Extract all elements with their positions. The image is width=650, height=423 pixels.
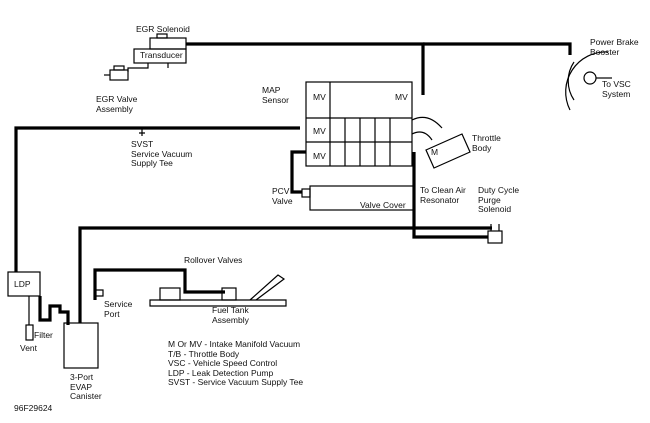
label-egr-solenoid: EGR Solenoid bbox=[136, 24, 190, 34]
svst-tee bbox=[139, 128, 145, 136]
legend-line: VSC - Vehicle Speed Control bbox=[168, 358, 278, 369]
hose-booster bbox=[423, 42, 572, 55]
egr-solenoid bbox=[149, 37, 187, 50]
legend-line: LDP - Leak Detection Pump bbox=[168, 367, 274, 378]
label-transducer: Transducer bbox=[140, 50, 183, 60]
service-port bbox=[95, 289, 104, 297]
egr-valve bbox=[109, 69, 129, 81]
label-valve-cover: Valve Cover bbox=[360, 200, 406, 210]
valve-cover bbox=[309, 185, 415, 211]
label-vent: Vent bbox=[20, 343, 38, 353]
transducer-body bbox=[133, 48, 187, 64]
ldp-box bbox=[7, 271, 41, 297]
evap-canister bbox=[63, 322, 99, 369]
intake-manifold bbox=[305, 81, 413, 167]
label-ldp: LDP bbox=[14, 279, 31, 289]
label-m: M bbox=[431, 147, 439, 157]
filter bbox=[25, 324, 34, 341]
purge-solenoid bbox=[487, 230, 503, 244]
legend-line: SVST - Service Vacuum Supply Tee bbox=[168, 377, 304, 388]
legend-line: M Or MV - Intake Manifold Vacuum bbox=[168, 339, 301, 349]
label-mv-2: MV bbox=[395, 92, 408, 102]
hose-svst-to-ldp bbox=[14, 126, 300, 272]
booster-valve bbox=[583, 71, 597, 85]
fuel-tank bbox=[149, 299, 287, 307]
rollover-valve-2 bbox=[221, 287, 237, 301]
rollover-valve-1 bbox=[159, 287, 181, 301]
label-mv-3: MV bbox=[313, 126, 326, 136]
hose-purge-to-canister bbox=[78, 226, 492, 323]
hose-ldp-to-canister bbox=[38, 296, 70, 325]
hose-egr-to-booster bbox=[186, 42, 425, 95]
abbreviation-legend: M Or MV - Intake Manifold Vacuum T/B - T… bbox=[168, 339, 304, 388]
hose-rollover bbox=[93, 268, 225, 300]
label-rollover-valves: Rollover Valves bbox=[184, 255, 243, 265]
figure-id: 96F29624 bbox=[14, 403, 53, 413]
filler-neck bbox=[249, 274, 286, 301]
hose-pcv bbox=[290, 150, 306, 194]
label-filter: Filter bbox=[34, 330, 53, 340]
hose-throttle-to-purge bbox=[412, 152, 488, 239]
brake-booster bbox=[565, 51, 609, 111]
legend-line: T/B - Throttle Body bbox=[168, 348, 240, 359]
label-mv-4: MV bbox=[313, 151, 326, 161]
pcv-valve bbox=[301, 188, 311, 198]
throttle-body bbox=[425, 133, 471, 169]
label-mv-1: MV bbox=[313, 92, 326, 102]
